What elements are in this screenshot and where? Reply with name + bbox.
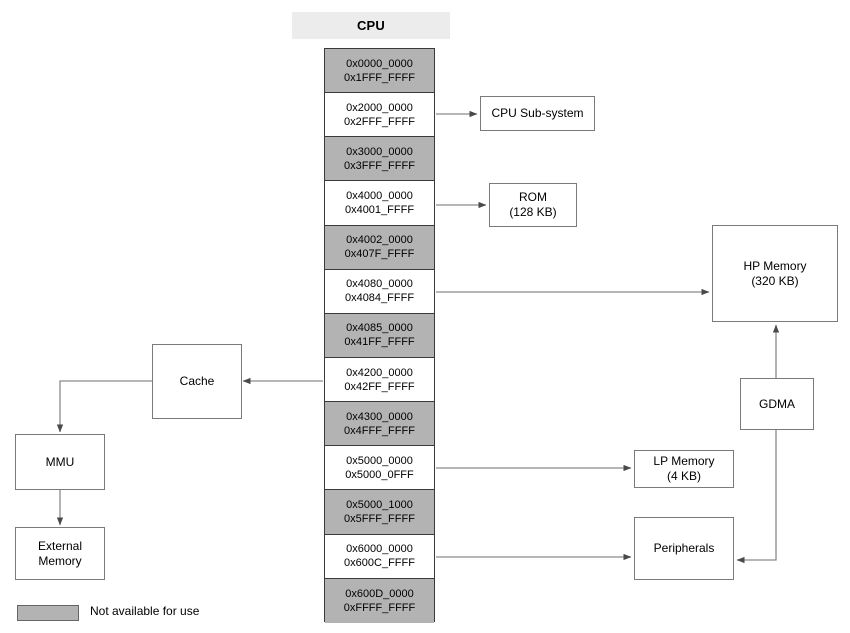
legend-swatch-unavailable	[17, 605, 79, 621]
address-end: 0x600C_FFFF	[344, 557, 415, 570]
block-sublabel: (320 KB)	[751, 273, 799, 288]
block-lp-memory[interactable]: LP Memory (4 KB)	[634, 450, 734, 488]
address-start: 0x600D_0000	[345, 587, 414, 600]
wire-gdma-to-peripherals	[736, 430, 777, 564]
block-label: MMU	[45, 454, 75, 469]
address-end: 0x4001_FFFF	[344, 203, 415, 216]
address-end: 0x1FFF_FFFF	[344, 71, 415, 84]
block-label: External	[37, 538, 83, 553]
block-cache[interactable]: Cache	[152, 344, 242, 419]
block-external-memory[interactable]: External Memory	[15, 527, 105, 580]
block-label: Peripherals	[653, 541, 715, 555]
address-end: 0x5000_0FFF	[345, 468, 414, 481]
address-start: 0x6000_0000	[346, 543, 413, 556]
block-peripherals[interactable]: Peripherals	[634, 517, 734, 580]
cpu-label: CPU	[356, 18, 386, 33]
legend-label-unavailable: Not available for use	[90, 604, 200, 618]
block-sublabel: (128 KB)	[509, 205, 557, 219]
block-label: CPU Sub-system	[491, 106, 584, 120]
address-start: 0x5000_0000	[346, 454, 413, 467]
address-end: 0x407F_FFFF	[344, 248, 415, 261]
block-rom[interactable]: ROM (128 KB)	[489, 183, 577, 227]
address-end: 0x42FF_FFFF	[344, 380, 415, 393]
address-end: 0x4FFF_FFFF	[344, 424, 415, 437]
address-end: 0x4084_FFFF	[344, 292, 415, 305]
address-start: 0x3000_0000	[346, 145, 413, 158]
address-start: 0x4300_0000	[346, 410, 413, 423]
address-end: 0x2FFF_FFFF	[344, 115, 415, 128]
cpu-header-band: CPU	[292, 12, 450, 39]
address-start: 0x4085_0000	[346, 322, 413, 335]
block-label: GDMA	[759, 396, 795, 411]
address-end: 0x3FFF_FFFF	[344, 159, 415, 172]
block-label: ROM	[519, 190, 547, 204]
address-start: 0x0000_0000	[346, 57, 413, 70]
address-start: 0x4080_0000	[346, 278, 413, 291]
address-end: 0xFFFF_FFFF	[343, 601, 416, 614]
address-start: 0x4200_0000	[346, 366, 413, 379]
address-start: 0x5000_1000	[346, 498, 413, 511]
address-start: 0x4000_0000	[346, 189, 413, 202]
block-label: LP Memory	[653, 454, 715, 468]
address-start: 0x4002_0000	[346, 234, 413, 247]
block-gdma[interactable]: GDMA	[740, 378, 814, 430]
address-start: 0x2000_0000	[346, 101, 413, 114]
block-cpu-subsystem[interactable]: CPU Sub-system	[480, 96, 595, 131]
block-label: Cache	[179, 374, 215, 388]
address-end: 0x5FFF_FFFF	[344, 512, 415, 525]
block-label: HP Memory	[743, 258, 807, 273]
block-hp-memory[interactable]: HP Memory (320 KB)	[712, 225, 838, 322]
wire-cache-to-mmu	[56, 380, 152, 433]
block-sublabel: Memory	[38, 553, 82, 568]
block-mmu[interactable]: MMU	[15, 434, 105, 490]
block-sublabel: (4 KB)	[666, 469, 701, 483]
address-end: 0x41FF_FFFF	[344, 336, 415, 349]
